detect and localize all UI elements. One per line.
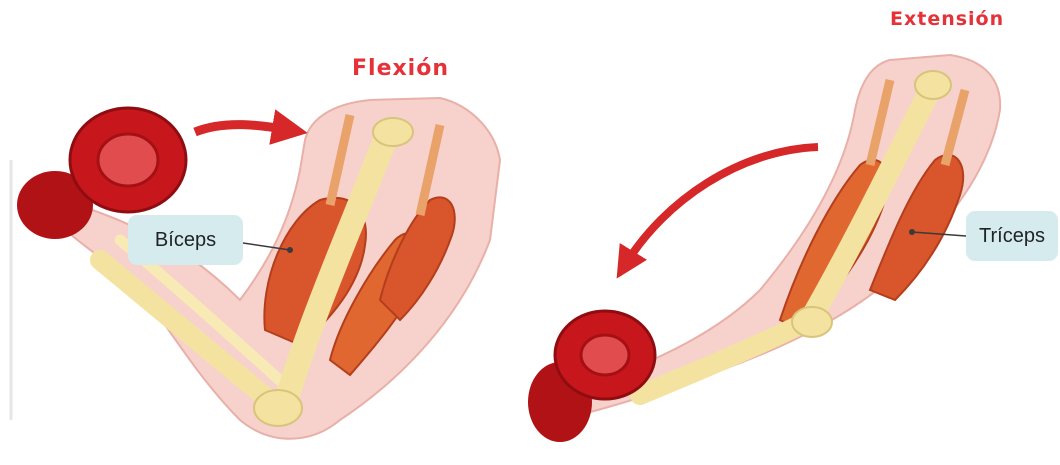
flexion-illustration [17, 98, 500, 439]
shoulder-joint [373, 118, 413, 146]
extension-illustration [528, 55, 1000, 442]
flexion-title: Flexión [352, 56, 449, 81]
extension-title: Extensión [890, 8, 1004, 30]
elbow-joint [254, 390, 302, 426]
biceps-leader-dot [287, 247, 293, 253]
triceps-label: Tríceps [966, 211, 1058, 261]
dumbbell-center [98, 134, 158, 186]
extension-dumbbell-center [581, 335, 629, 375]
extension-elbow-joint [792, 307, 832, 337]
flexion-motion-arrow [195, 125, 290, 132]
biceps-label: Bíceps [128, 215, 243, 265]
extension-motion-arrow [625, 147, 818, 265]
extension-shoulder-joint [915, 71, 951, 99]
triceps-leader-dot [909, 229, 915, 235]
